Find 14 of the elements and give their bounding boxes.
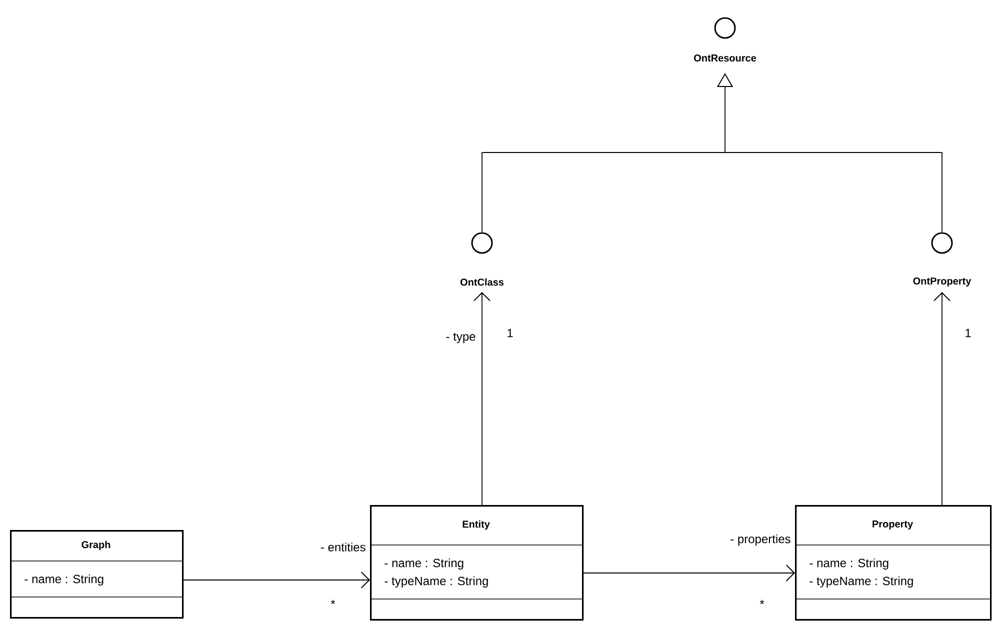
class-box: Graph - name : String xyxy=(10,530,184,619)
multiplicity-label: 1 xyxy=(508,328,513,338)
class-box: Property - name : String - typeName : String xyxy=(794,505,992,621)
multiplicity-label: * xyxy=(330,600,336,604)
association-arrow xyxy=(934,292,951,506)
multiplicity-label: * xyxy=(760,600,764,604)
association-arrow xyxy=(474,292,490,506)
role-label: - entities xyxy=(319,542,367,552)
class-box: Entity - name : String - typeName : String xyxy=(370,505,584,621)
multiplicity-label: 1 xyxy=(966,328,971,338)
role-label: - properties xyxy=(729,533,792,547)
association-arrow xyxy=(582,564,796,582)
association-arrow xyxy=(182,572,370,588)
role-label: - type xyxy=(444,332,477,344)
